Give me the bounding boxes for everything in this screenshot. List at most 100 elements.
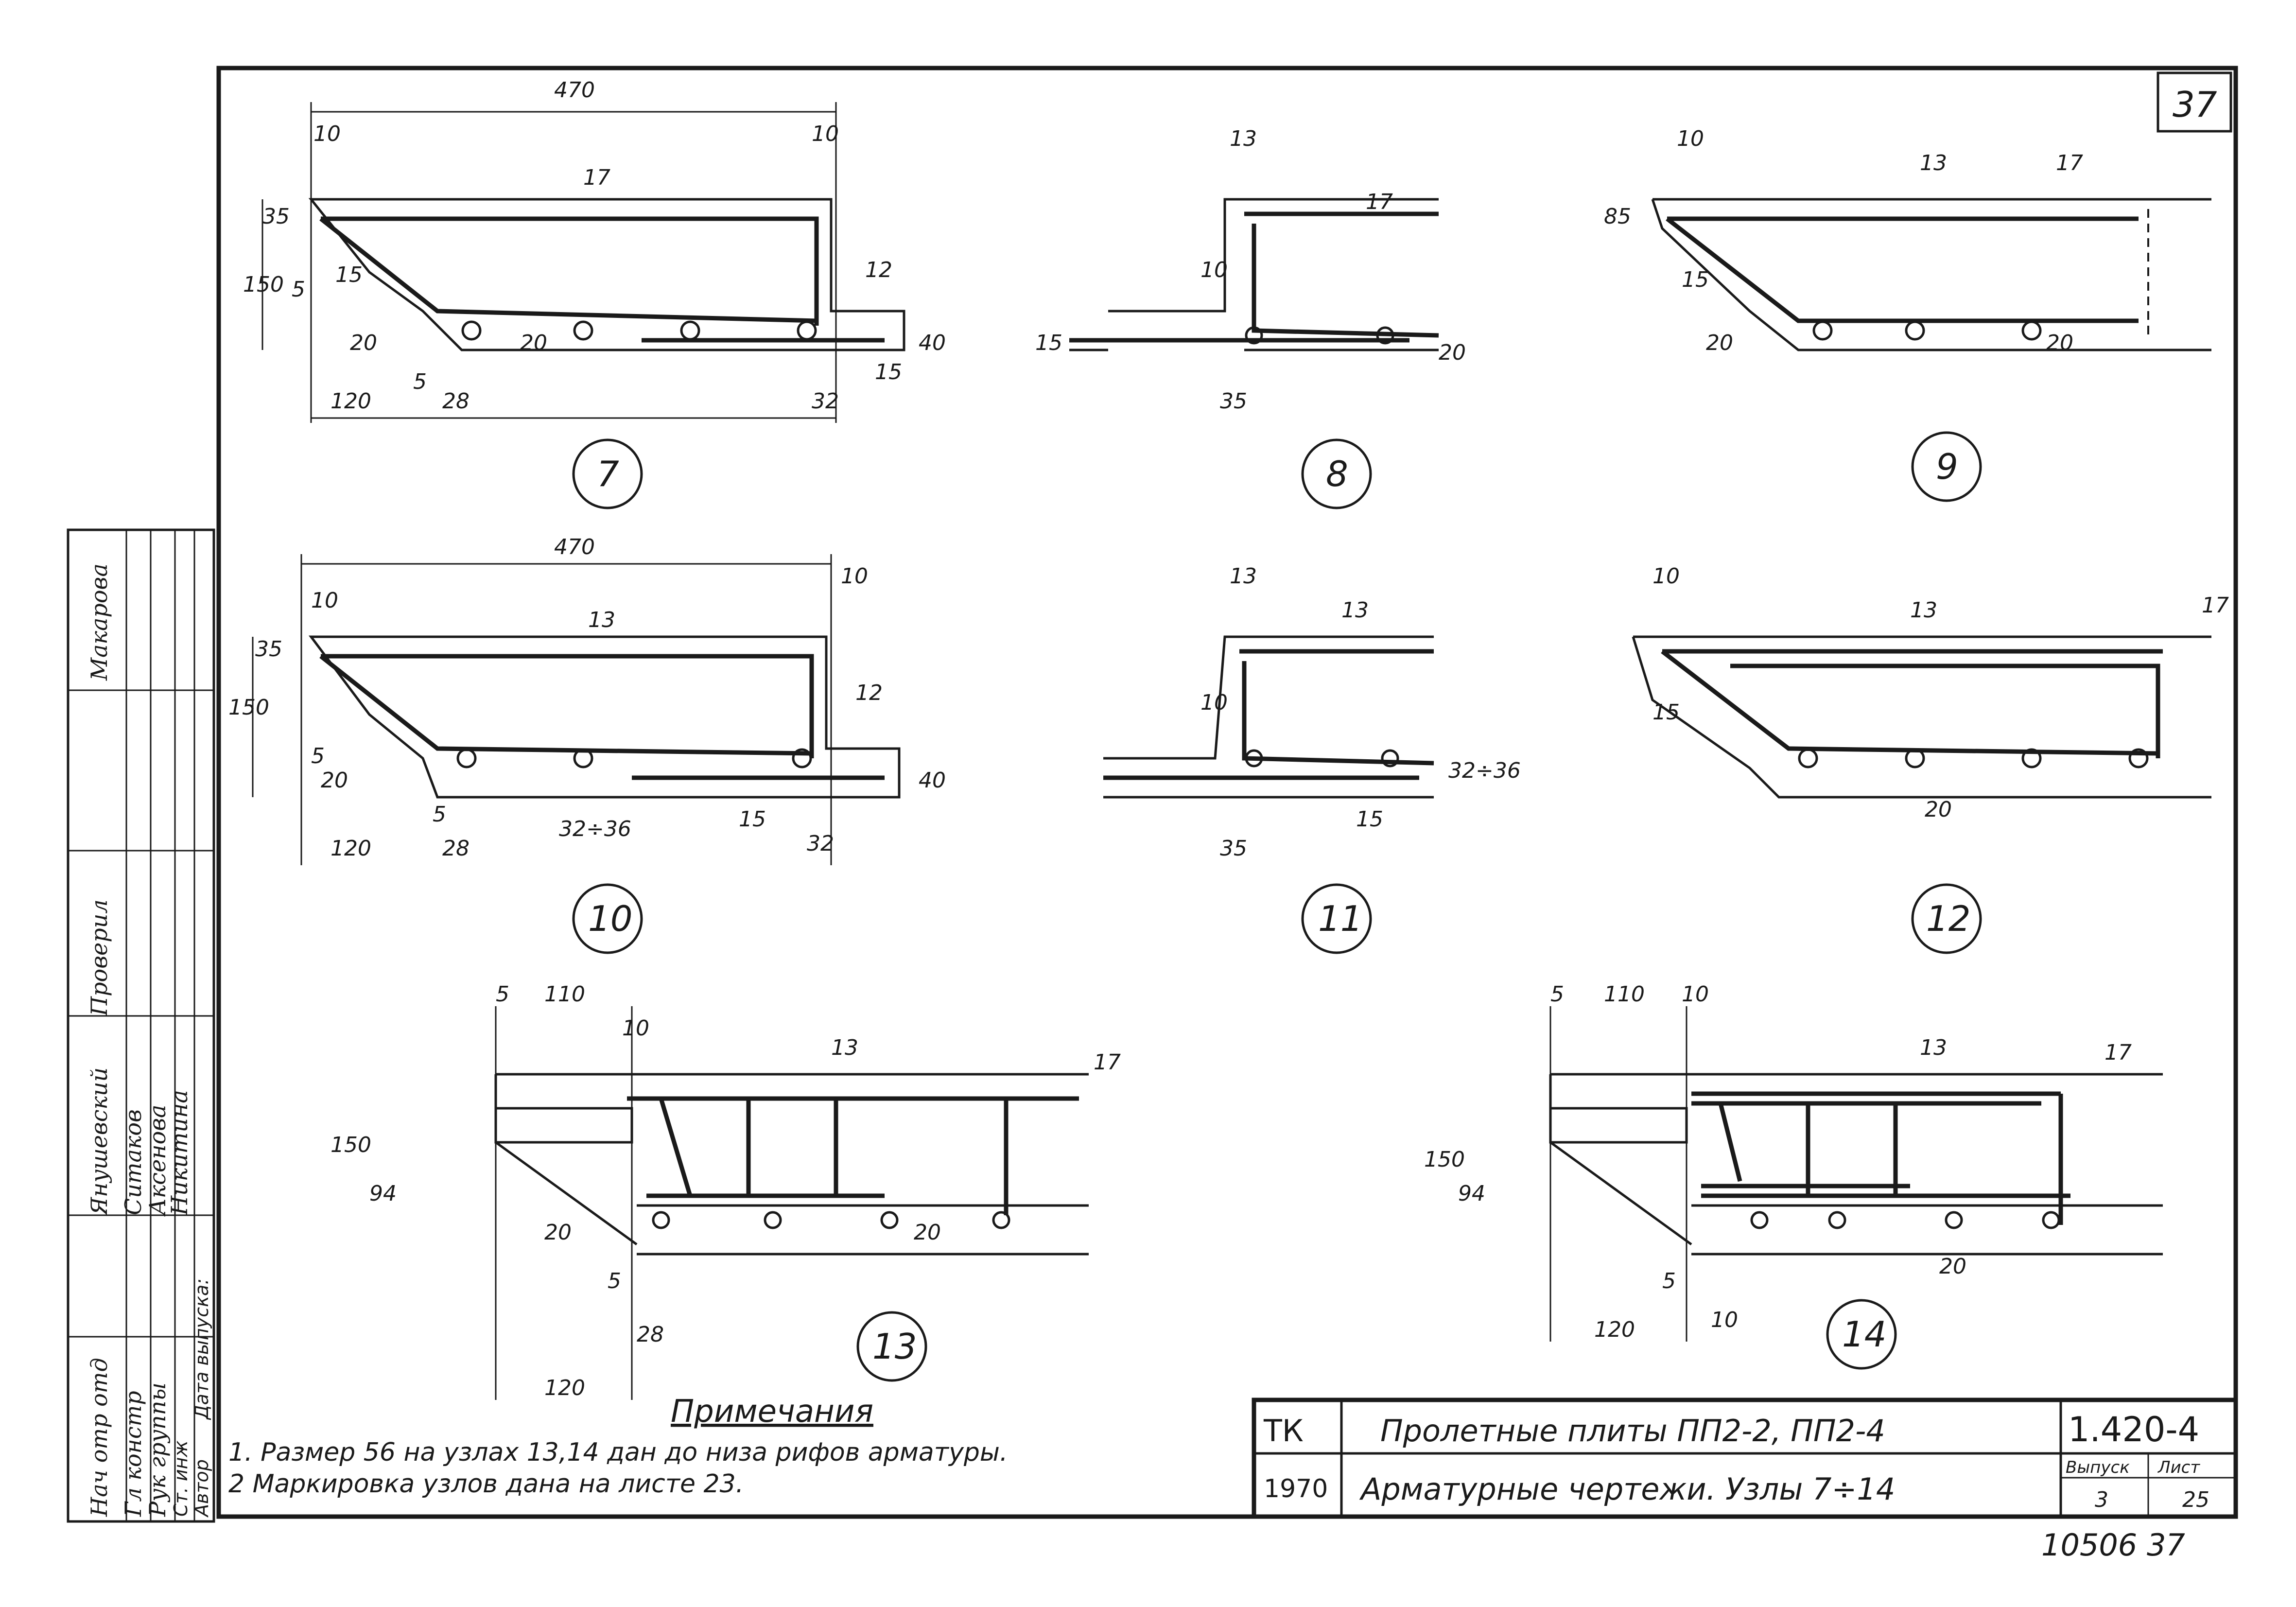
detail-13-dim-4: 17 [1094,1050,1121,1075]
detail-9-dim-0: 10 [1677,126,1704,151]
detail-7-dim-0: 470 [554,78,595,103]
tb-year: 1970 [1264,1474,1328,1503]
detail-13-dim-10: 28 [637,1322,664,1347]
detail-11-dim-3: 32÷36 [1448,758,1521,783]
detail-10-dim-6: 5 [311,744,325,769]
tb-sheet-label: Лист [2157,1458,2200,1477]
detail-12: 10 13 17 15 20 12 [1632,564,2229,954]
sig-role-3: Ст. инж [170,1440,191,1517]
tb-subtitle: Арматурные чертежи. Узлы 7÷14 [1359,1471,1895,1507]
detail-10-dim-10: 5 [433,802,446,827]
tb-issue: 3 [2095,1487,2108,1512]
detail-10-dim-14: 40 [919,768,946,793]
detail-9-dim-5: 20 [1706,331,1733,355]
detail-12-dim-2: 17 [2202,593,2229,618]
sig-role-5: Проверил [86,899,112,1016]
detail-14-label: 14 [1842,1314,1887,1355]
detail-10-dim-0: 470 [554,535,595,559]
sig-role-4: Автор [191,1459,212,1518]
detail-10-dim-11: 28 [442,836,470,861]
detail-13-dim-0: 5 [496,982,509,1007]
detail-14: 5 110 10 13 17 150 94 20 5 120 10 14 [1424,982,2163,1370]
detail-11-label: 11 [1318,898,1363,939]
tb-org: ТК [1263,1413,1304,1449]
detail-14-dim-7: 20 [1939,1254,1966,1279]
detail-9-dim-6: 20 [2046,331,2073,355]
title-block: ТК 1970 Пролетные плиты ПП2-2, ПП2-4 Арм… [1252,1397,2238,1519]
detail-11: 13 13 10 32÷36 15 35 11 [1103,564,1521,954]
detail-7-dim-1: 10 [313,122,341,146]
detail-13: 5 110 10 13 17 150 94 20 20 5 28 120 13 [330,982,1121,1400]
detail-14-dim-5: 150 [1424,1147,1465,1172]
detail-9-label: 9 [1936,446,1958,487]
sig-name-1: Ситаков [120,1109,146,1215]
detail-8-dim-4: 20 [1439,340,1466,365]
detail-14-dim-2: 10 [1682,982,1709,1007]
detail-11-dim-2: 10 [1200,690,1228,715]
detail-8-dim-0: 13 [1230,126,1257,151]
detail-10-dim-13: 15 [739,807,766,832]
notes-title: Примечания [671,1394,873,1430]
detail-7-dim-3: 35 [262,204,290,229]
detail-10-dim-8: 20 [321,768,348,793]
tb-sheet: 25 [2182,1487,2209,1512]
tb-title: Пролетные плиты ПП2-2, ПП2-4 [1380,1413,1885,1449]
detail-10: 470 10 10 35 150 13 5 12 20 120 5 28 32÷… [228,535,946,954]
detail-8: 13 17 10 15 20 35 8 [1035,126,1466,509]
detail-7-dim-7: 17 [583,165,610,190]
detail-12-dim-0: 10 [1652,564,1680,589]
detail-7-dim-2: 10 [812,122,839,146]
detail-12-dim-3: 15 [1652,700,1680,725]
detail-14-dim-1: 110 [1604,982,1645,1007]
detail-7-dim-15: 15 [875,360,902,384]
signature-block: Нач отр отд Янушевский Проверил Макарова… [67,528,215,1523]
detail-7-dim-9: 20 [350,331,377,355]
detail-14-dim-9: 120 [1594,1317,1635,1342]
detail-8-dim-5: 35 [1220,389,1247,414]
detail-10-dim-4: 150 [228,695,269,720]
detail-10-dim-2: 10 [841,564,868,589]
detail-13-dim-5: 150 [330,1133,371,1157]
detail-13-label: 13 [872,1326,917,1367]
page-mark-box [2157,71,2232,133]
sig-extra: Дата выпуска: [191,1278,212,1420]
detail-14-dim-3: 13 [1920,1035,1947,1060]
detail-8-dim-3: 15 [1035,331,1062,355]
detail-8-dim-1: 17 [1366,190,1393,214]
detail-10-dim-7: 12 [855,681,883,705]
detail-7-dim-13: 28 [442,389,470,414]
detail-10-label: 10 [588,898,633,939]
detail-11-dim-5: 35 [1220,836,1247,861]
detail-14-dim-8: 5 [1662,1269,1676,1293]
detail-13-dim-7: 20 [544,1220,572,1245]
detail-10-dim-3: 35 [255,637,282,662]
tb-series: 1.420-4 [2068,1410,2199,1450]
sig-role-0: Нач отр отд [86,1358,112,1517]
detail-14-dim-4: 17 [2105,1040,2132,1065]
detail-14-dim-10: 10 [1711,1308,1738,1332]
page-mark: 37 [2173,84,2217,125]
note-1: 1. Размер 56 на узлах 13,14 дан до низа … [228,1438,1008,1467]
detail-7-dim-16: 40 [919,331,946,355]
sheet-frame [216,66,2238,1519]
detail-13-dim-1: 110 [544,982,585,1007]
detail-9-dim-2: 17 [2056,151,2083,175]
detail-7-dim-10: 20 [520,331,547,355]
detail-10-dim-12: 32÷36 [559,817,631,841]
detail-7-dim-11: 120 [330,389,371,414]
detail-11-dim-4: 15 [1356,807,1383,832]
detail-13-dim-9: 5 [608,1269,621,1293]
detail-14-dim-0: 5 [1550,982,1564,1007]
sig-role-2: Рук группы [144,1382,171,1517]
sig-role-1: Гл констр [120,1391,146,1517]
detail-10-dim-5: 13 [588,608,615,632]
detail-10-dim-15: 32 [807,831,834,856]
sig-name-2: Аксенова [144,1105,171,1217]
tb-issue-label: Выпуск [2066,1458,2130,1477]
detail-7-dim-14: 32 [812,389,839,414]
detail-8-dim-2: 10 [1200,258,1228,282]
detail-9-dim-1: 13 [1920,151,1947,175]
detail-11-dim-1: 13 [1341,598,1369,623]
detail-7-dim-5: 5 [292,277,305,302]
